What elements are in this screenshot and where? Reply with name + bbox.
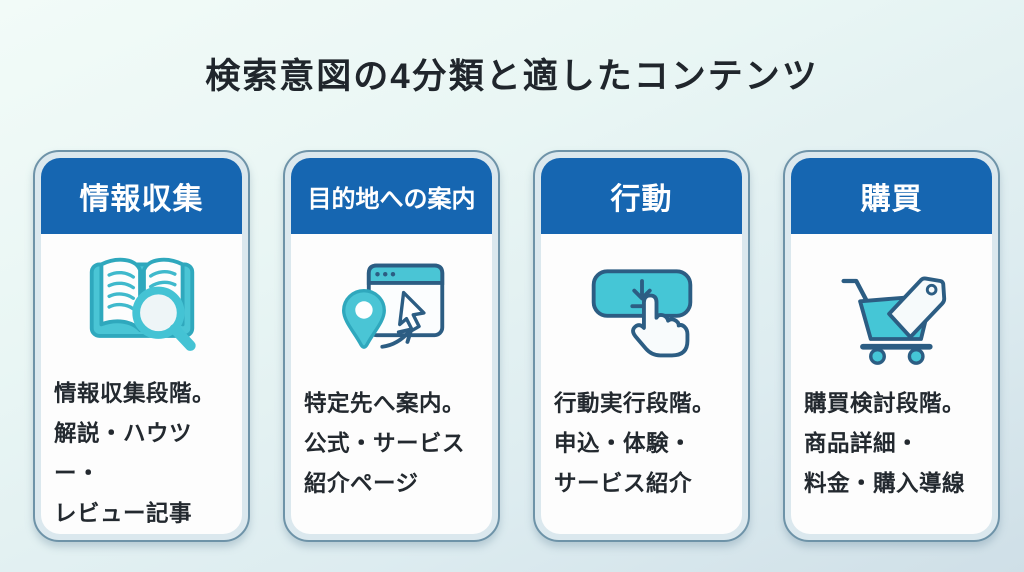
description-line-3: サービス紹介 xyxy=(554,471,693,496)
icon-area xyxy=(291,242,492,378)
card-destination-guidance: 目的地への案内 特定先へ案内。 公式・サービス xyxy=(283,150,500,542)
card-description: 購買検討段階。 商品詳細・ 料金・購入導線 xyxy=(791,378,992,504)
description-line-2: 公式・サービス xyxy=(304,431,466,456)
description-line-1: 行動実行段階。 xyxy=(554,391,716,416)
icon-area xyxy=(41,242,242,368)
icon-area xyxy=(791,242,992,378)
card-header-label: 行動 xyxy=(610,183,673,216)
card-inner: 情報収集 情報収集段階。 解説・ハ xyxy=(41,158,242,534)
card-description: 特定先へ案内。 公式・サービス 紹介ページ xyxy=(291,378,492,504)
card-header: 行動 xyxy=(541,158,742,234)
cart-tag-icon xyxy=(840,276,946,365)
click-button-icon xyxy=(591,269,692,358)
description-line-2: 解説・ハウツー・ xyxy=(54,421,193,486)
description-line-3: 料金・購入導線 xyxy=(804,471,966,496)
card-description: 行動実行段階。 申込・体験・ サービス紹介 xyxy=(541,378,742,504)
book-search-icon xyxy=(89,257,196,351)
card-header-label: 購買 xyxy=(860,183,923,216)
description-line-1: 購買検討段階。 xyxy=(804,391,966,416)
card-inner: 行動 行動実行段階。 申込・体験・ サービス紹介 xyxy=(541,158,742,534)
page-title: 検索意図の4分類と適したコンテンツ xyxy=(205,57,819,96)
description-line-1: 情報収集段階。 xyxy=(54,381,216,406)
card-header: 目的地への案内 xyxy=(291,158,492,234)
card-information-gathering: 情報収集 情報収集段階。 解説・ハ xyxy=(33,150,250,542)
description-line-3: 紹介ページ xyxy=(304,471,419,496)
description-line-3: レビュー記事 xyxy=(54,501,193,526)
description-line-2: 商品詳細・ xyxy=(804,431,920,456)
card-inner: 目的地への案内 特定先へ案内。 公式・サービス xyxy=(291,158,492,534)
card-purchase: 購買 購買検討段階。 商品詳細・ 料金・購入導線 xyxy=(783,150,1000,542)
cards-row: 情報収集 情報収集段階。 解説・ハ xyxy=(33,150,1000,542)
card-header-label: 情報収集 xyxy=(79,183,204,216)
card-header: 情報収集 xyxy=(41,158,242,234)
card-description: 情報収集段階。 解説・ハウツー・ レビュー記事 xyxy=(41,368,242,534)
description-line-1: 特定先へ案内。 xyxy=(304,391,466,416)
card-header: 購買 xyxy=(791,158,992,234)
browser-pin-icon xyxy=(341,263,444,349)
card-header-label: 目的地への案内 xyxy=(307,185,476,213)
card-inner: 購買 購買検討段階。 商品詳細・ 料金・購入導線 xyxy=(791,158,992,534)
description-line-2: 申込・体験・ xyxy=(554,431,693,456)
icon-area xyxy=(541,242,742,378)
card-action: 行動 行動実行段階。 申込・体験・ サービス紹介 xyxy=(533,150,750,542)
